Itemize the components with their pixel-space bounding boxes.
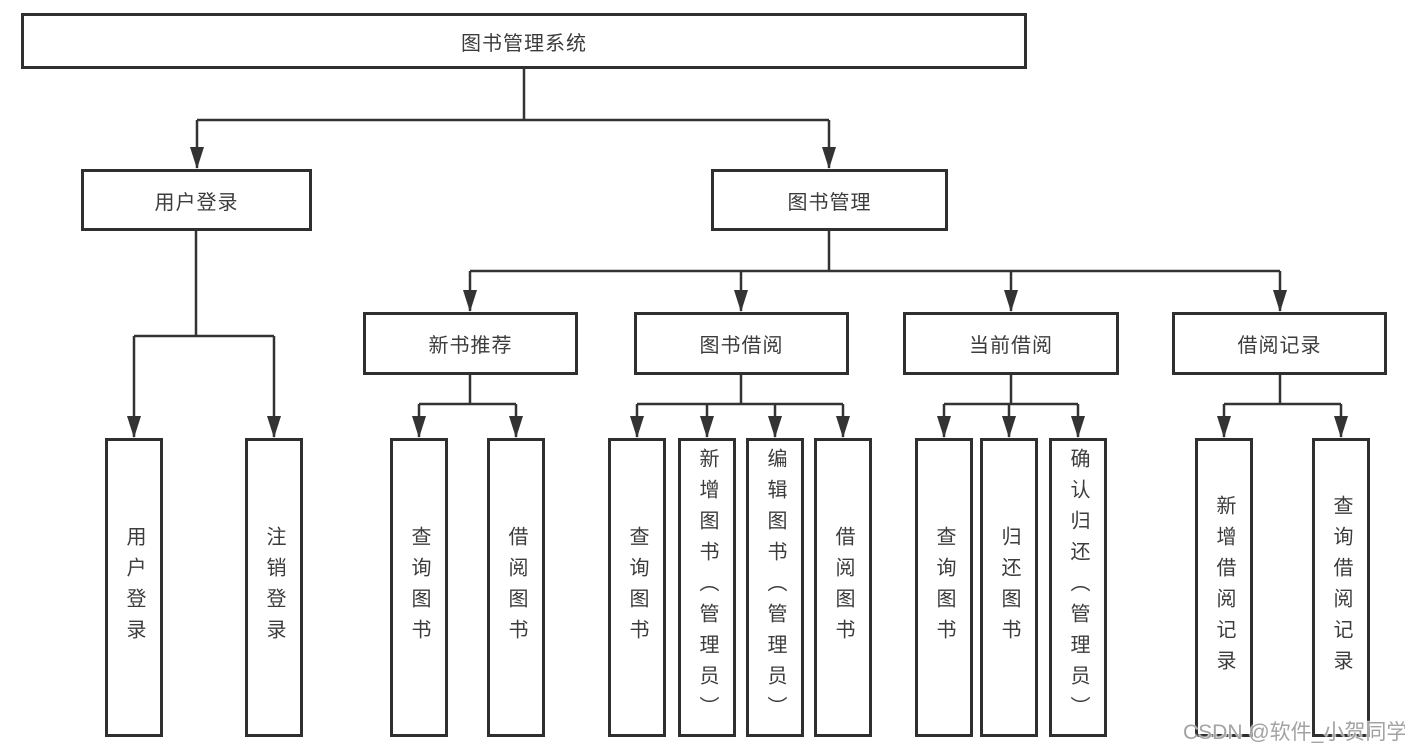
- leaf-borrow-books: 借阅图书: [814, 438, 872, 737]
- node-label: 借阅记录: [1237, 335, 1322, 357]
- leaf-label: 新增借阅记录: [1213, 494, 1235, 681]
- node-label: 图书管理系统: [461, 32, 587, 55]
- arrowhead-icon: [509, 416, 523, 438]
- arrowhead-icon: [463, 290, 477, 312]
- leaf-label: 归还图书: [998, 525, 1020, 650]
- leaf-add-borrow-record: 新增借阅记录: [1195, 438, 1253, 737]
- leaf-label: 注销登录: [263, 525, 285, 650]
- node-label: 用户登录: [154, 191, 239, 214]
- leaf-query-books-borrowing: 查询图书: [608, 438, 666, 737]
- node-user-login-group: 用户登录: [81, 169, 312, 231]
- arrowhead-icon: [1273, 290, 1287, 312]
- connector-book-mgmt-to-level3: [468, 231, 1282, 311]
- node-label: 图书管理: [787, 191, 872, 214]
- arrowhead-icon: [412, 416, 426, 438]
- leaf-confirm-return-admin: 确认归还（管理员）: [1049, 438, 1107, 737]
- node-book-management-group: 图书管理: [711, 169, 948, 231]
- arrowhead-icon: [1217, 416, 1231, 438]
- leaf-label: 用户登录: [123, 525, 145, 650]
- arrowhead-icon: [734, 290, 748, 312]
- leaf-label: 编辑图书（管理员）: [764, 448, 786, 727]
- connector-book-borrow-to-leaves: [635, 375, 845, 437]
- arrowhead-icon: [1004, 290, 1018, 312]
- connector-user-login-to-leaves: [132, 231, 276, 437]
- node-label: 当前借阅: [969, 335, 1053, 357]
- arrowhead-icon: [190, 147, 204, 169]
- arrowhead-icon: [267, 416, 281, 438]
- leaf-query-books-recommendation: 查询图书: [390, 438, 448, 737]
- leaf-add-books-admin: 新增图书（管理员）: [678, 438, 736, 737]
- arrowhead-icon: [768, 416, 782, 438]
- leaf-query-borrow-record: 查询借阅记录: [1312, 438, 1370, 737]
- leaf-label: 查询图书: [408, 525, 430, 650]
- arrowhead-icon: [630, 416, 644, 438]
- node-new-book-recommendation: 新书推荐: [363, 312, 578, 375]
- node-book-borrowing: 图书借阅: [634, 312, 849, 375]
- node-library-management-system: 图书管理系统: [21, 13, 1027, 69]
- arrowhead-icon: [127, 416, 141, 438]
- leaf-label: 查询图书: [626, 525, 648, 650]
- leaf-return-books: 归还图书: [980, 438, 1038, 737]
- arrowhead-icon: [822, 147, 836, 169]
- arrowhead-icon: [937, 416, 951, 438]
- leaf-label: 查询借阅记录: [1330, 494, 1352, 681]
- leaf-label: 确认归还（管理员）: [1067, 448, 1089, 727]
- node-current-borrowing: 当前借阅: [903, 312, 1119, 375]
- leaf-label: 借阅图书: [832, 525, 854, 650]
- leaf-borrow-books-recommendation: 借阅图书: [487, 438, 545, 737]
- node-label: 图书借阅: [699, 335, 784, 357]
- leaf-label: 借阅图书: [505, 525, 527, 650]
- leaf-label: 新增图书（管理员）: [696, 448, 718, 727]
- node-label: 新书推荐: [428, 335, 513, 357]
- connector-borrow-records-to-leaves: [1222, 375, 1343, 437]
- connector-root-to-level2: [195, 69, 831, 168]
- leaf-query-books-current: 查询图书: [915, 438, 973, 737]
- node-borrowing-records: 借阅记录: [1172, 312, 1387, 375]
- leaf-label: 查询图书: [933, 525, 955, 650]
- arrowhead-icon: [1334, 416, 1348, 438]
- csdn-watermark: CSDN @软件_小贺同学: [1183, 721, 1405, 744]
- leaf-logout: 注销登录: [245, 438, 303, 737]
- connector-new-book-rec-to-leaves: [417, 375, 518, 437]
- arrowhead-icon: [700, 416, 714, 438]
- arrowhead-icon: [836, 416, 850, 438]
- leaf-user-login: 用户登录: [105, 438, 163, 737]
- arrowhead-icon: [1071, 416, 1085, 438]
- arrowhead-icon: [1002, 416, 1016, 438]
- leaf-edit-books-admin: 编辑图书（管理员）: [746, 438, 804, 737]
